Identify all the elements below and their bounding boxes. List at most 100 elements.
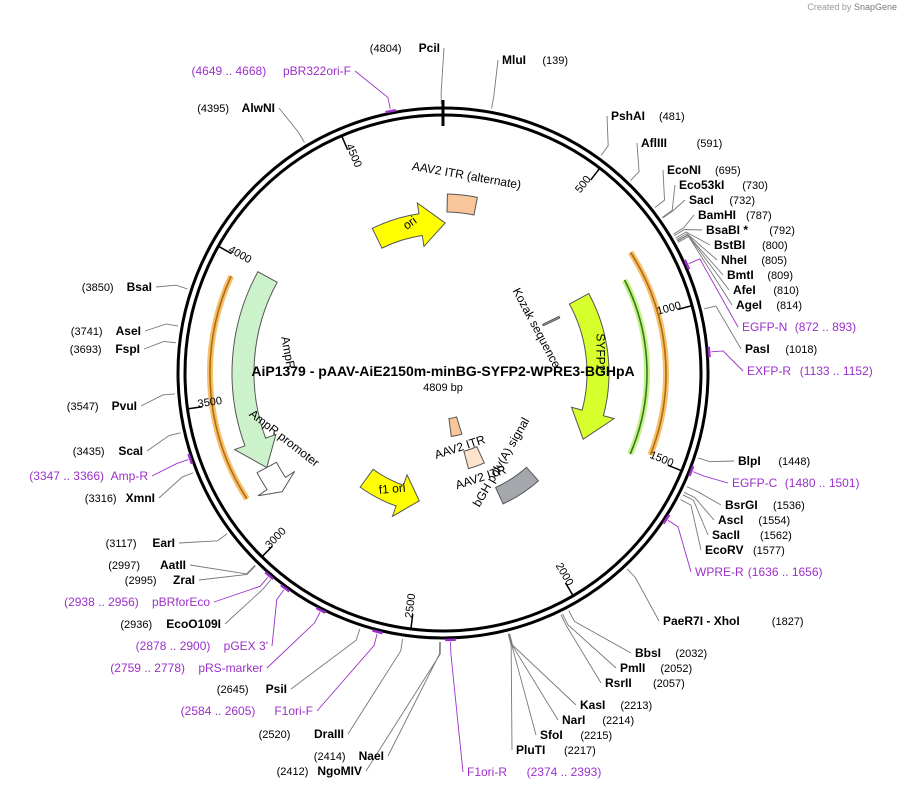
enzyme-name: NarI bbox=[562, 713, 585, 727]
feature-label: ori bbox=[400, 213, 419, 232]
enzyme-name: NaeI bbox=[359, 749, 384, 763]
enzyme-name: AflIII bbox=[641, 136, 667, 150]
enzyme-label-eari: EarI(3117) bbox=[106, 536, 175, 550]
primer-label-prs-marker: pRS-marker(2759 .. 2778) bbox=[110, 661, 263, 675]
primer-leader bbox=[693, 471, 729, 484]
primer-label-amp-r: Amp-R(3347 .. 3366) bbox=[29, 469, 148, 483]
enzyme-label-bbsi: BbsI(2032) bbox=[635, 646, 707, 660]
enzyme-leader bbox=[676, 233, 718, 261]
enzyme-name: PaeR7I - XhoI bbox=[663, 614, 740, 628]
primer-label-egfp-c: EGFP-C (1480 .. 1501) bbox=[732, 476, 860, 490]
enzyme-label-alwni: AlwNI(4395) bbox=[197, 101, 275, 115]
enzyme-position: (3316) bbox=[85, 493, 117, 505]
enzyme-name: PasI bbox=[745, 342, 770, 356]
enzyme-name: BsrGI bbox=[725, 498, 758, 512]
enzyme-label-sacii: SacII (1562) bbox=[712, 528, 792, 542]
feature-bgh-poly-a-signal bbox=[494, 466, 540, 505]
feature-label: SYFP2 bbox=[594, 333, 608, 371]
enzyme-label-bstbi: BstBI(800) bbox=[714, 238, 788, 252]
enzyme-label-paer7i-xhoi: PaeR7I - XhoI(1827) bbox=[663, 614, 804, 628]
primer-name: F1ori-R bbox=[467, 765, 507, 779]
enzyme-position: (3693) bbox=[70, 344, 102, 356]
primer-name: EXFP-R bbox=[747, 364, 791, 378]
enzyme-label-xmni: XmnI (3316) bbox=[85, 491, 155, 505]
primer-site bbox=[683, 259, 691, 270]
enzyme-label-zrai: ZraI(2995) bbox=[125, 573, 195, 587]
enzyme-label-bsai: BsaI (3850) bbox=[82, 280, 152, 294]
enzyme-leader bbox=[146, 432, 181, 452]
feature-label: AAV2 ITR (alternate) bbox=[411, 159, 522, 192]
enzyme-name: SacII bbox=[712, 528, 740, 542]
tick-mark bbox=[341, 136, 349, 150]
enzyme-label-fspi: FspI (3693) bbox=[70, 342, 140, 356]
enzyme-position: (2217) bbox=[564, 745, 596, 757]
tick-label: 1000 bbox=[656, 300, 683, 318]
annotation-arcs bbox=[207, 250, 669, 501]
primer-label-wpre-r: WPRE-R(1636 .. 1656) bbox=[695, 565, 823, 579]
enzyme-name: PsiI bbox=[266, 682, 287, 696]
enzyme-leader bbox=[677, 235, 733, 306]
enzyme-leader bbox=[198, 565, 256, 581]
enzyme-label-bsabi-: BsaBI *(792) bbox=[706, 223, 795, 237]
enzyme-name: AgeI bbox=[736, 298, 762, 312]
primer-range: (1480 .. 1501) bbox=[785, 476, 860, 490]
enzyme-position: (1448) bbox=[778, 456, 810, 468]
enzyme-name: XmnI bbox=[126, 491, 155, 505]
enzyme-name: FspI bbox=[115, 342, 140, 356]
tick-mark bbox=[410, 614, 414, 629]
enzyme-position: (2214) bbox=[602, 715, 634, 727]
enzyme-label-asei: AseI(3741) bbox=[71, 324, 141, 338]
outer-orange-arc-left-core bbox=[209, 275, 248, 500]
tick-label: 1500 bbox=[648, 449, 675, 469]
tick-mark bbox=[590, 168, 600, 181]
enzyme-name: AlwNI bbox=[242, 101, 275, 115]
enzyme-position: (695) bbox=[715, 165, 741, 177]
primer-range: (2759 .. 2778) bbox=[110, 661, 185, 675]
enzyme-label-agei: AgeI (814) bbox=[736, 298, 802, 312]
enzyme-leader bbox=[278, 107, 305, 143]
plasmid-size: 4809 bp bbox=[423, 382, 463, 394]
primer-range: (1133 .. 1152) bbox=[800, 364, 873, 378]
enzyme-position: (814) bbox=[776, 300, 802, 312]
enzyme-leader bbox=[568, 610, 632, 654]
primer-leader bbox=[688, 258, 739, 328]
primer-leader bbox=[271, 589, 285, 647]
enzyme-position: (2057) bbox=[653, 678, 685, 690]
enzyme-name: BlpI bbox=[738, 454, 761, 468]
enzyme-position: (3547) bbox=[67, 401, 99, 413]
tick-label: 3500 bbox=[197, 395, 223, 410]
primer-name: EGFP-N bbox=[742, 320, 787, 334]
enzyme-leader bbox=[675, 231, 711, 246]
enzyme-leader bbox=[189, 564, 256, 575]
enzyme-position: (1562) bbox=[760, 530, 792, 542]
feature-ampr bbox=[231, 271, 278, 469]
primer-leader bbox=[151, 459, 189, 477]
enzyme-name: Eco53kI bbox=[679, 178, 724, 192]
enzyme-leader bbox=[290, 628, 361, 690]
enzyme-name: RsrII bbox=[605, 676, 632, 690]
primer-leader bbox=[450, 641, 464, 773]
primer-leader bbox=[316, 633, 378, 712]
enzyme-name: PshAI bbox=[611, 109, 645, 123]
leader-lines bbox=[140, 47, 744, 773]
enzyme-leader bbox=[224, 579, 272, 625]
enzyme-name: ZraI bbox=[173, 573, 195, 587]
primer-leader bbox=[213, 576, 269, 603]
enzyme-position: (1554) bbox=[758, 515, 790, 527]
enzyme-position: (3850) bbox=[82, 282, 114, 294]
primer-name: EGFP-C bbox=[732, 476, 778, 490]
enzyme-label-ecoo109i: EcoO109I(2936) bbox=[120, 617, 221, 631]
enzyme-position: (2215) bbox=[580, 730, 612, 742]
enzyme-position: (2997) bbox=[108, 560, 140, 572]
enzyme-leader bbox=[677, 234, 730, 291]
enzyme-name: BsaI bbox=[127, 280, 152, 294]
primer-name: F1ori-F bbox=[274, 704, 313, 718]
enzyme-position: (2645) bbox=[217, 684, 249, 696]
enzyme-leader bbox=[387, 641, 441, 757]
primer-site bbox=[385, 108, 397, 114]
enzyme-position: (805) bbox=[761, 255, 787, 267]
tick-mark bbox=[677, 305, 692, 311]
enzyme-leader bbox=[365, 641, 441, 772]
primer-name: WPRE-R bbox=[695, 565, 744, 579]
